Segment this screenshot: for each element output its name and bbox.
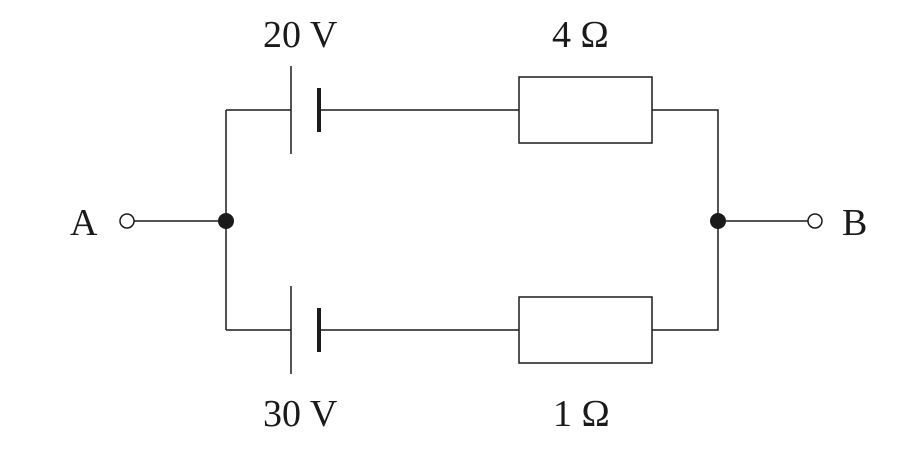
terminal-a <box>119 213 135 229</box>
battery-bottom-label: 30 V <box>263 393 338 435</box>
junction-right <box>710 213 726 229</box>
wire-top-right <box>652 109 719 221</box>
battery-top-label: 20 V <box>263 14 338 56</box>
resistor-top <box>518 76 653 144</box>
terminal-b <box>807 213 823 229</box>
terminal-a-label: A <box>70 202 98 244</box>
terminal-b-label: B <box>842 202 868 244</box>
resistor-top-label: 4 Ω <box>552 14 609 56</box>
wire-bottom-right <box>652 221 719 331</box>
resistor-bottom-label: 1 Ω <box>553 393 610 435</box>
junction-left <box>218 213 234 229</box>
resistor-bottom <box>518 296 653 364</box>
